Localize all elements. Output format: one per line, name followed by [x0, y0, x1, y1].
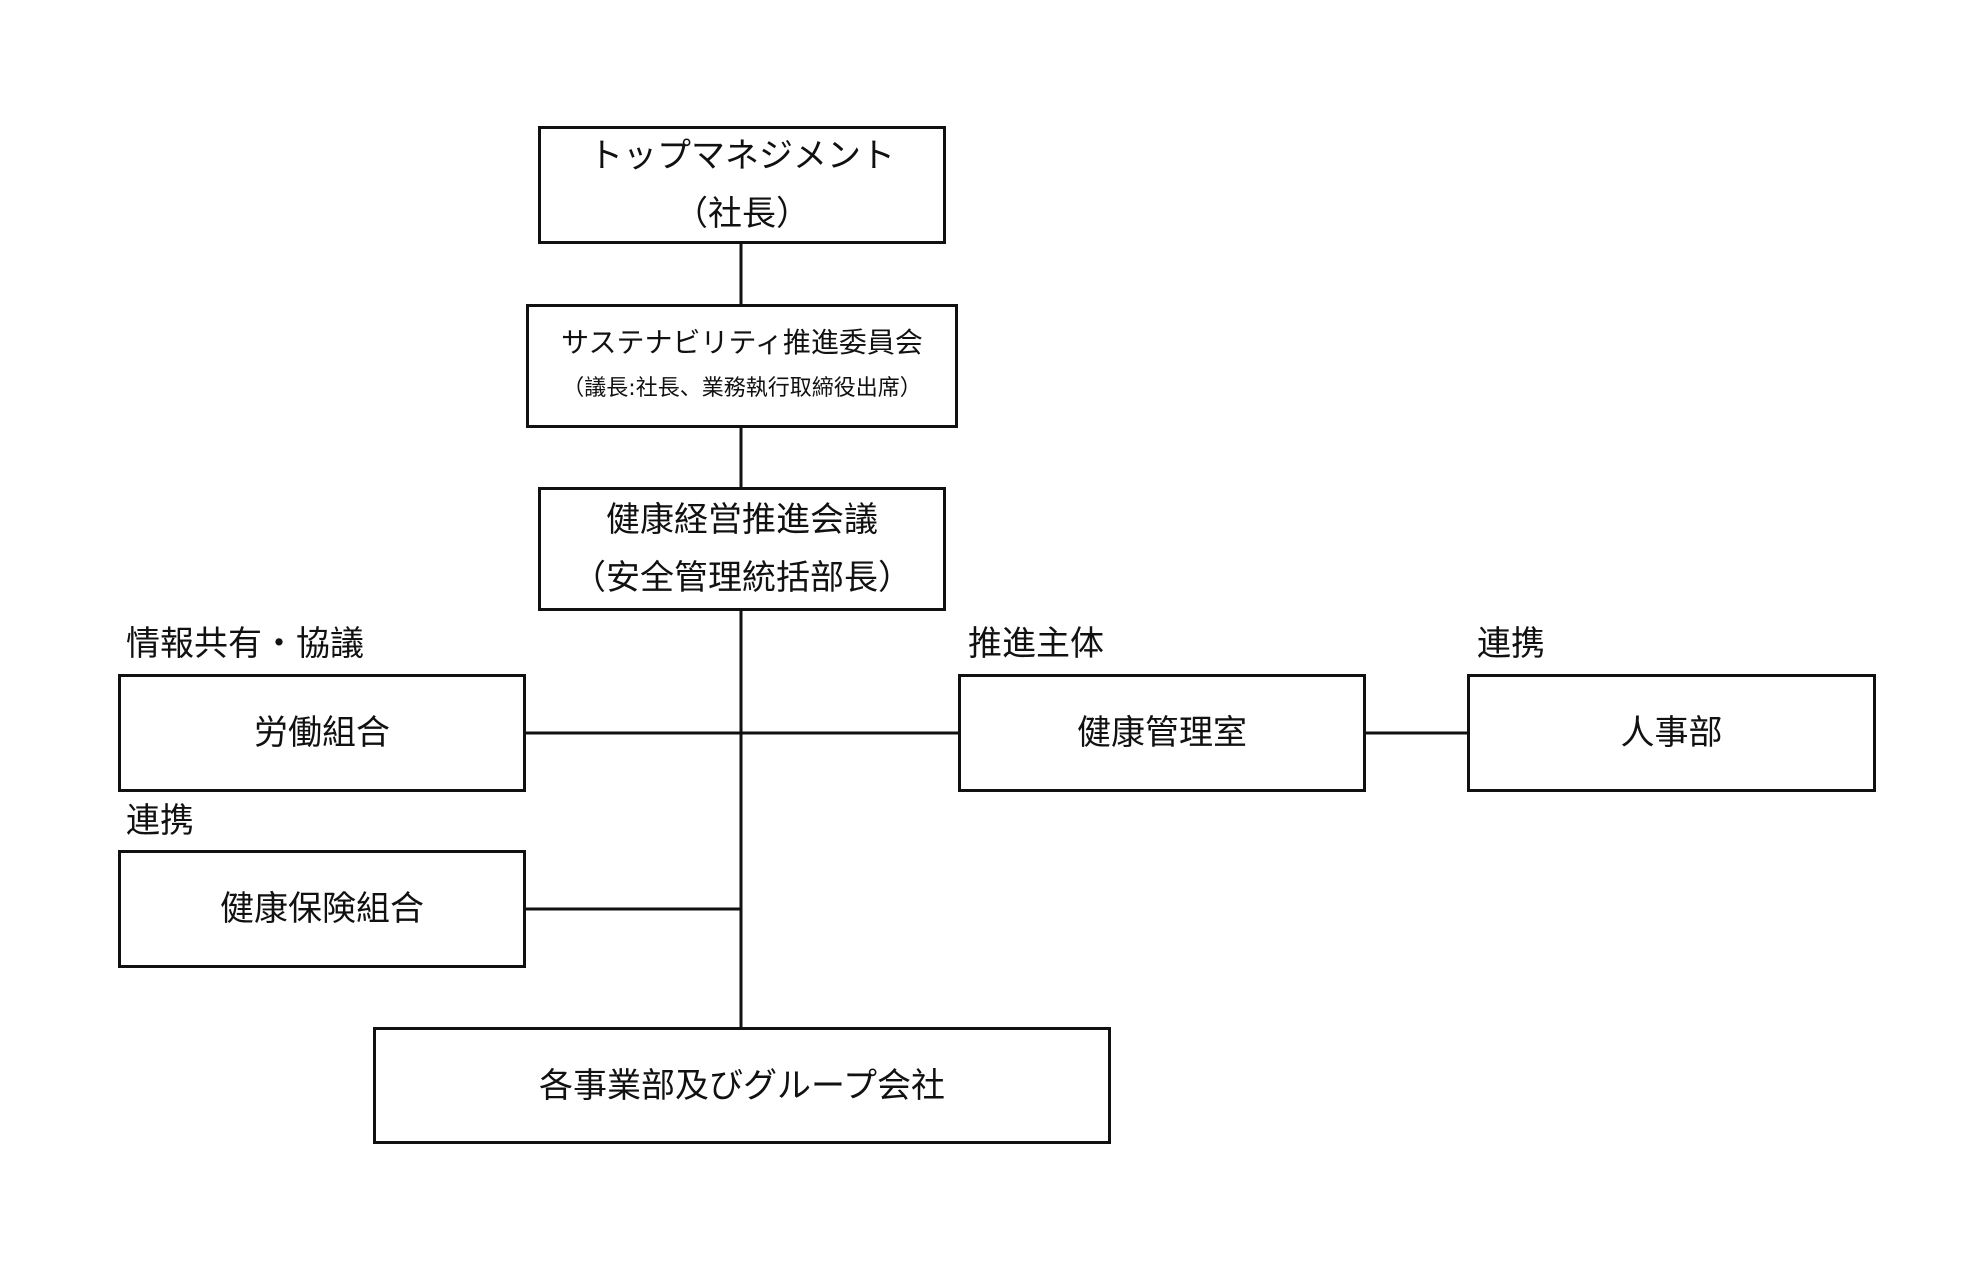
sustainability-committee-title: サステナビリティ推進委員会 [561, 326, 923, 359]
health-office-box: 健康管理室 [958, 674, 1366, 792]
health-insurance-label: 健康保険組合 [220, 889, 424, 929]
relation-label-health-office: 推進主体 [968, 624, 1104, 664]
top-management-box: トップマネジメント （社長） [538, 126, 946, 244]
health-office-label: 健康管理室 [1077, 713, 1247, 753]
health-management-meeting-title: 健康経営推進会議 [606, 500, 878, 540]
health-management-meeting-subtitle: （安全管理統括部長） [572, 558, 912, 598]
hr-department-label: 人事部 [1620, 713, 1723, 753]
business-units-box: 各事業部及びグループ会社 [373, 1027, 1111, 1144]
business-units-label: 各事業部及びグループ会社 [539, 1065, 945, 1106]
relation-label-hr: 連携 [1477, 624, 1545, 664]
hr-department-box: 人事部 [1467, 674, 1876, 792]
health-insurance-box: 健康保険組合 [118, 850, 526, 968]
relation-label-labor-union: 情報共有・協議 [126, 624, 364, 664]
health-management-meeting-box: 健康経営推進会議 （安全管理統括部長） [538, 487, 946, 611]
relation-label-health-insurance: 連携 [126, 801, 194, 841]
labor-union-box: 労働組合 [118, 674, 526, 792]
labor-union-label: 労働組合 [254, 713, 390, 753]
sustainability-committee-subtitle: （議長:社長、業務執行取締役出席） [562, 376, 922, 401]
top-management-title: トップマネジメント [589, 136, 895, 176]
sustainability-committee-box: サステナビリティ推進委員会 （議長:社長、業務執行取締役出席） [526, 304, 958, 428]
top-management-subtitle: （社長） [674, 194, 810, 234]
